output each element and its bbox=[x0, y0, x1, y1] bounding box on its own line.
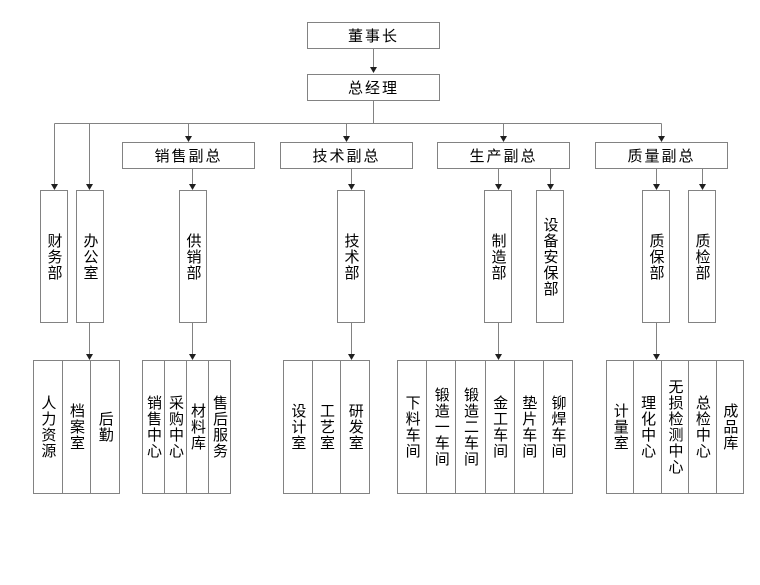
org-unit-machining-workshop: 金工车间 bbox=[484, 361, 514, 493]
node-supply-sales-dept: 供销部 bbox=[179, 190, 207, 323]
org-unit-forging-workshop-1: 锻造一车间 bbox=[426, 361, 455, 493]
org-unit-blanking-workshop: 下料车间 bbox=[403, 395, 421, 459]
group-tech-subunits: 设计室 工艺室 研发室 bbox=[283, 360, 370, 494]
node-vp-quality: 质量副总 bbox=[595, 142, 728, 169]
node-chairman: 董事长 bbox=[307, 22, 440, 49]
group-qa-subunits: 计量室 理化中心 无损检测中心 总检中心 成品库 bbox=[606, 360, 744, 494]
org-unit-purchasing-center: 采购中心 bbox=[164, 361, 186, 493]
org-unit-metering-room: 计量室 bbox=[611, 403, 629, 451]
org-unit-hr: 人力资源 bbox=[39, 395, 57, 459]
org-unit-after-sales: 售后服务 bbox=[208, 361, 230, 493]
org-unit-archive: 档案室 bbox=[61, 361, 91, 493]
node-vp-production: 生产副总 bbox=[437, 142, 570, 169]
org-unit-riveting-welding-workshop: 铆焊车间 bbox=[542, 361, 572, 493]
org-unit-material-warehouse: 材料库 bbox=[186, 361, 208, 493]
node-office: 办公室 bbox=[76, 190, 104, 323]
node-general-manager: 总经理 bbox=[307, 74, 440, 101]
node-qa-dept: 质保部 bbox=[642, 190, 670, 323]
org-unit-finished-goods-warehouse: 成品库 bbox=[715, 361, 743, 493]
group-supply-subunits: 销售中心 采购中心 材料库 售后服务 bbox=[142, 360, 231, 494]
org-unit-gasket-workshop: 垫片车间 bbox=[513, 361, 543, 493]
org-unit-design-room: 设计室 bbox=[289, 403, 307, 451]
group-office-subunits: 人力资源 档案室 后勤 bbox=[33, 360, 120, 494]
node-qc-dept: 质检部 bbox=[688, 190, 716, 323]
node-vp-sales: 销售副总 bbox=[122, 142, 255, 169]
node-equipment-security-dept: 设备安保部 bbox=[536, 190, 564, 323]
node-tech-dept: 技术部 bbox=[337, 190, 365, 323]
node-vp-tech: 技术副总 bbox=[280, 142, 413, 169]
node-finance-dept: 财务部 bbox=[40, 190, 68, 323]
org-unit-logistics: 后勤 bbox=[90, 361, 119, 493]
node-manufacturing-dept: 制造部 bbox=[484, 190, 512, 323]
group-manufacturing-subunits: 下料车间 锻造一车间 锻造二车间 金工车间 垫片车间 铆焊车间 bbox=[397, 360, 573, 494]
org-unit-sales-center: 销售中心 bbox=[145, 395, 162, 459]
org-unit-final-inspection-center: 总检中心 bbox=[688, 361, 715, 493]
org-unit-rnd-room: 研发室 bbox=[340, 361, 369, 493]
org-unit-forging-workshop-2: 锻造二车间 bbox=[455, 361, 484, 493]
org-unit-ndt-center: 无损检测中心 bbox=[660, 361, 688, 493]
org-unit-physicochemical-center: 理化中心 bbox=[633, 361, 660, 493]
org-unit-process-room: 工艺室 bbox=[311, 361, 341, 493]
